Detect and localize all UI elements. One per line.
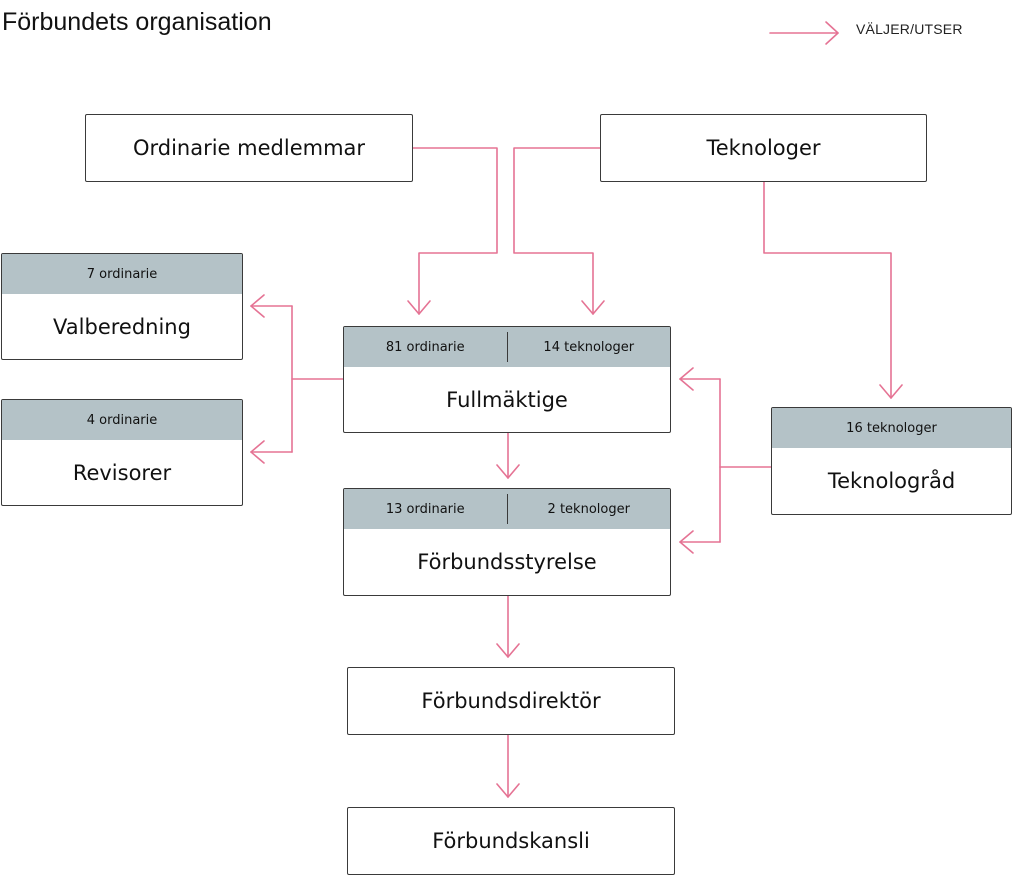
legend-label: VÄLJER/UTSER bbox=[856, 21, 963, 37]
node-teknologer: Teknologer bbox=[600, 114, 927, 182]
seat-header: 7 ordinarie bbox=[2, 254, 242, 294]
arrow-ordinarie-to-fullmaktige bbox=[407, 147, 498, 315]
node-forbundsdirektor: Förbundsdirektör bbox=[347, 667, 675, 735]
node-fullmaktige: 81 ordinarie 14 teknologer Fullmäktige bbox=[343, 326, 671, 433]
seat-count-teknologer: 14 teknologer bbox=[543, 339, 635, 355]
header-divider bbox=[506, 494, 508, 524]
arrow-direktor-to-kansli bbox=[496, 734, 520, 798]
arrow-teknologrAd-to-fullmaktige-styrelse bbox=[679, 367, 772, 554]
node-ordinarie-medlemmar: Ordinarie medlemmar bbox=[85, 114, 413, 182]
arrow-fullmaktige-to-valberedning-revisorer bbox=[250, 294, 344, 464]
seat-header: 81 ordinarie 14 teknologer bbox=[344, 327, 670, 367]
arrow-teknologer-to-fullmaktige bbox=[513, 147, 605, 315]
node-label: Teknologer bbox=[706, 136, 821, 160]
arrow-styrelse-to-direktor bbox=[496, 595, 520, 658]
seat-count: 7 ordinarie bbox=[86, 266, 158, 282]
node-label: Ordinarie medlemmar bbox=[132, 136, 366, 160]
seat-count-teknologer: 2 teknologer bbox=[547, 501, 630, 517]
node-label: Förbundsdirektör bbox=[421, 689, 601, 713]
node-label: Förbundsstyrelse bbox=[417, 550, 597, 574]
node-forbundskansli: Förbundskansli bbox=[347, 807, 675, 875]
node-revisorer: 4 ordinarie Revisorer bbox=[1, 399, 243, 506]
node-label: Förbundskansli bbox=[432, 829, 590, 853]
header-divider bbox=[506, 332, 508, 362]
arrow-teknologer-to-teknologrAd bbox=[763, 180, 903, 399]
seat-header: 4 ordinarie bbox=[2, 400, 242, 440]
legend-arrow bbox=[769, 21, 839, 45]
node-label: Teknologråd bbox=[827, 469, 956, 493]
seat-count-ordinarie: 81 ordinarie bbox=[385, 339, 465, 355]
node-label: Valberedning bbox=[53, 314, 191, 339]
node-valberedning: 7 ordinarie Valberedning bbox=[1, 253, 243, 360]
seat-header: 13 ordinarie 2 teknologer bbox=[344, 489, 670, 529]
node-label: Fullmäktige bbox=[446, 387, 568, 412]
seat-count-ordinarie: 13 ordinarie bbox=[385, 501, 465, 517]
seat-count: 16 teknologer bbox=[846, 420, 937, 436]
page-title: Förbundets organisation bbox=[2, 8, 272, 36]
seat-header: 16 teknologer bbox=[772, 408, 1011, 448]
arrow-fullmaktige-to-forbundsstyrelse bbox=[496, 432, 520, 479]
node-label: Revisorer bbox=[72, 460, 172, 485]
node-teknologrAd: 16 teknologer Teknologråd bbox=[771, 407, 1012, 515]
node-forbundsstyrelse: 13 ordinarie 2 teknologer Förbundsstyrel… bbox=[343, 488, 671, 596]
seat-count: 4 ordinarie bbox=[86, 412, 158, 428]
